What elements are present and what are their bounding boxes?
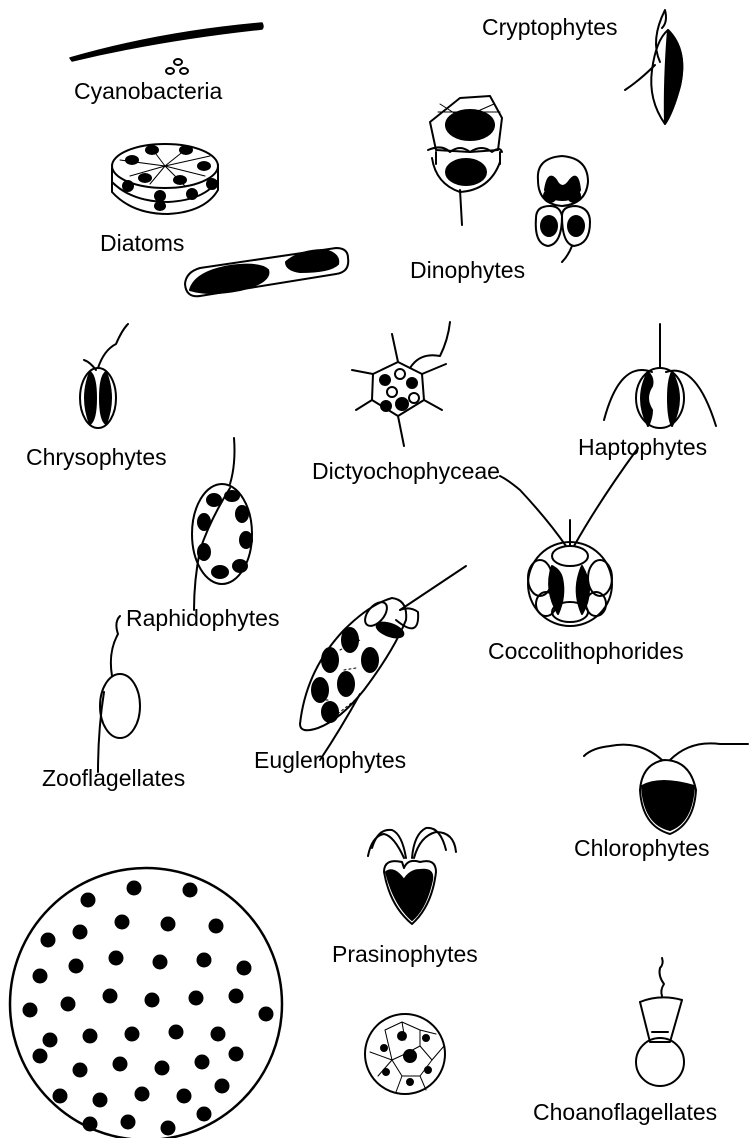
colony-cell-dot bbox=[109, 951, 124, 966]
colony-cell-dot bbox=[259, 1007, 274, 1022]
colony-cell-dot bbox=[33, 969, 48, 984]
colony-cell-dot bbox=[195, 1055, 210, 1070]
colony-cell-dot bbox=[83, 1029, 98, 1044]
dictyochophyceae-drawing bbox=[352, 322, 450, 446]
colony-cell-dot bbox=[127, 881, 142, 896]
colony-cell-dot bbox=[115, 915, 130, 930]
colony-cell-dot bbox=[33, 1049, 48, 1064]
colony-cell-dot bbox=[145, 993, 160, 1008]
colony-cell-dot bbox=[43, 1033, 58, 1048]
cyanobacteria-drawing bbox=[70, 23, 263, 74]
label-dinophytes: Dinophytes bbox=[410, 259, 525, 282]
colony-cell-dot bbox=[215, 1079, 230, 1094]
colony-cell-dot bbox=[113, 1057, 128, 1072]
colony-cell-dot bbox=[197, 1107, 212, 1122]
diatom-disc-drawing bbox=[112, 144, 218, 214]
colony-cell-dot bbox=[61, 997, 76, 1012]
colony-cell-dot bbox=[93, 1093, 108, 1108]
dinophyte-large-drawing bbox=[428, 96, 502, 225]
colony-cell-dot bbox=[229, 989, 244, 1004]
label-choanoflagellates: Choanoflagellates bbox=[533, 1101, 717, 1124]
colony-cell-dot bbox=[69, 959, 84, 974]
polyhedral-cell-drawing bbox=[365, 1014, 445, 1094]
colony-cell-dot bbox=[23, 1003, 38, 1018]
zooflagellates-drawing bbox=[98, 616, 140, 772]
colony-cell-dot bbox=[189, 991, 204, 1006]
dinophyte-small-drawing bbox=[536, 156, 590, 262]
colony-cell-dot bbox=[73, 925, 88, 940]
colony-cell-dot bbox=[81, 893, 96, 908]
colony-cell-dot bbox=[161, 1121, 176, 1136]
label-raphidophytes: Raphidophytes bbox=[126, 607, 279, 630]
colony-cell-dot bbox=[177, 1089, 192, 1104]
diatom-pennate-drawing bbox=[185, 248, 348, 296]
colony-cell-dot bbox=[211, 1027, 226, 1042]
label-euglenophytes: Euglenophytes bbox=[254, 749, 406, 772]
label-cryptophytes: Cryptophytes bbox=[482, 16, 618, 39]
colony-cell-dot bbox=[169, 1025, 184, 1040]
label-prasinophytes: Prasinophytes bbox=[332, 943, 478, 966]
colony-cell-dot bbox=[125, 1027, 140, 1042]
coccolithophorides-drawing bbox=[500, 448, 638, 626]
colony-cell-dot bbox=[197, 953, 212, 968]
colony-cell-dot bbox=[183, 883, 198, 898]
label-chrysophytes: Chrysophytes bbox=[26, 446, 167, 469]
label-coccolithophorides: Coccolithophorides bbox=[488, 640, 684, 663]
colony-cell-dot bbox=[153, 955, 168, 970]
label-chlorophytes: Chlorophytes bbox=[574, 837, 710, 860]
label-diatoms: Diatoms bbox=[100, 232, 184, 255]
cryptophytes-drawing bbox=[625, 10, 682, 124]
colony-cell-dot bbox=[229, 1047, 244, 1062]
chlorophytes-drawing bbox=[584, 743, 748, 834]
colony-cell-dot bbox=[121, 1115, 136, 1130]
haptophytes-drawing bbox=[604, 324, 716, 428]
colony-cell-dot bbox=[237, 961, 252, 976]
colony-cell-dot bbox=[161, 917, 176, 932]
raphidophytes-drawing bbox=[192, 438, 252, 610]
label-dictyochophyceae: Dictyochophyceae bbox=[312, 460, 500, 483]
label-haptophytes: Haptophytes bbox=[578, 436, 707, 459]
label-zooflagellates: Zooflagellates bbox=[42, 767, 185, 790]
colony-cell-dot bbox=[83, 1117, 98, 1132]
colony-cell-dot bbox=[53, 1089, 68, 1104]
colony-drawing bbox=[10, 868, 282, 1138]
euglenophytes-drawing bbox=[300, 566, 466, 760]
colony-cell-dot bbox=[209, 919, 224, 934]
colony-cell-dot bbox=[41, 933, 56, 948]
choanoflagellates-drawing bbox=[636, 958, 684, 1086]
colony-cell-dot bbox=[135, 1087, 150, 1102]
colony-cell-dot bbox=[73, 1063, 88, 1078]
colony-cell-dot bbox=[103, 989, 118, 1004]
colony-cell-dot bbox=[155, 1061, 170, 1076]
prasinophytes-drawing bbox=[368, 828, 456, 924]
chrysophytes-drawing bbox=[80, 324, 128, 428]
label-cyanobacteria: Cyanobacteria bbox=[74, 80, 222, 103]
